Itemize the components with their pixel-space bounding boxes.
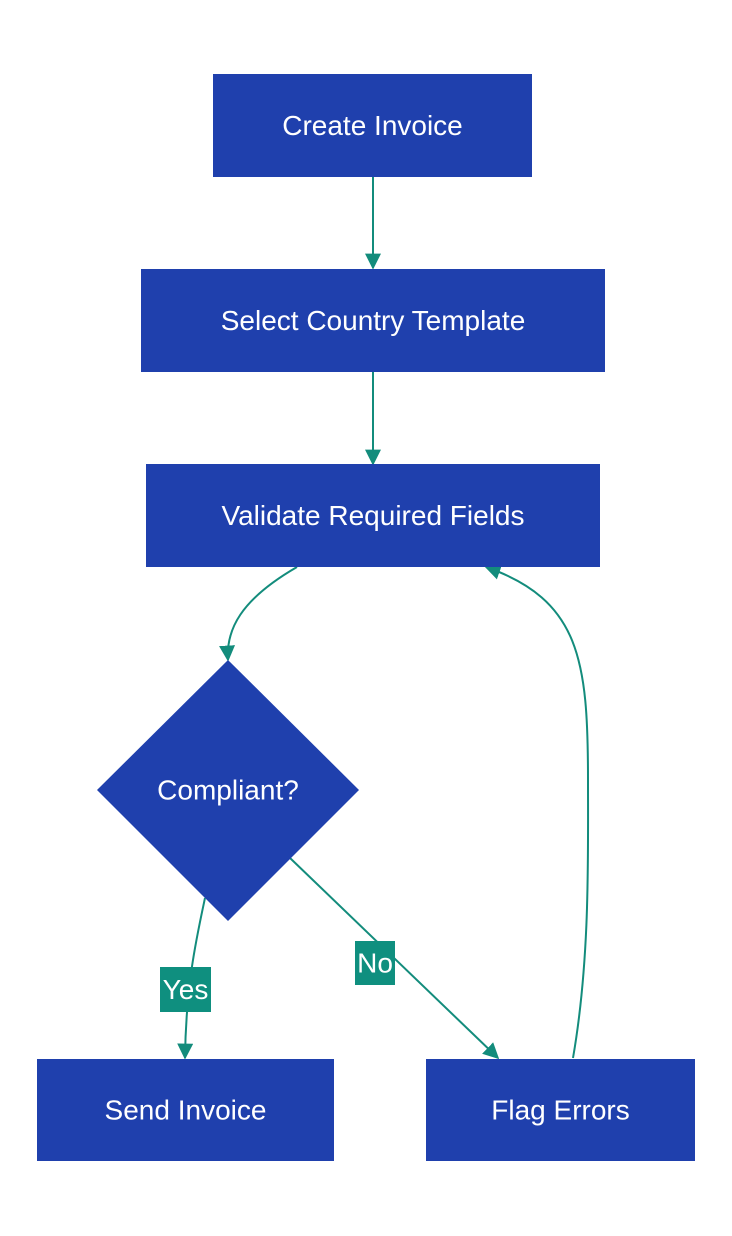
edge-label-yes-text: Yes — [163, 974, 209, 1005]
edge-validate-to-compliant — [219, 566, 298, 662]
edge-flag-back-to-validate — [484, 564, 590, 1059]
node-create-invoice-label: Create Invoice — [282, 110, 463, 141]
edge-label-no-text: No — [357, 948, 393, 979]
edge-label-no: No — [355, 941, 395, 985]
node-validate-required-fields-label: Validate Required Fields — [222, 500, 525, 531]
node-validate-required-fields[interactable]: Validate Required Fields — [146, 464, 600, 567]
node-compliant-decision[interactable]: Compliant? — [97, 660, 359, 921]
node-flag-errors[interactable]: Flag Errors — [426, 1059, 695, 1161]
node-select-country-template[interactable]: Select Country Template — [141, 269, 605, 372]
node-compliant-decision-label: Compliant? — [157, 775, 299, 806]
node-flag-errors-label: Flag Errors — [491, 1095, 629, 1126]
node-select-country-template-label: Select Country Template — [221, 305, 526, 336]
node-create-invoice[interactable]: Create Invoice — [213, 74, 532, 177]
edge-compliant-yes-to-send — [177, 897, 206, 1060]
node-send-invoice-label: Send Invoice — [105, 1095, 267, 1126]
node-send-invoice[interactable]: Send Invoice — [37, 1059, 334, 1161]
edge-label-yes: Yes — [160, 967, 211, 1012]
